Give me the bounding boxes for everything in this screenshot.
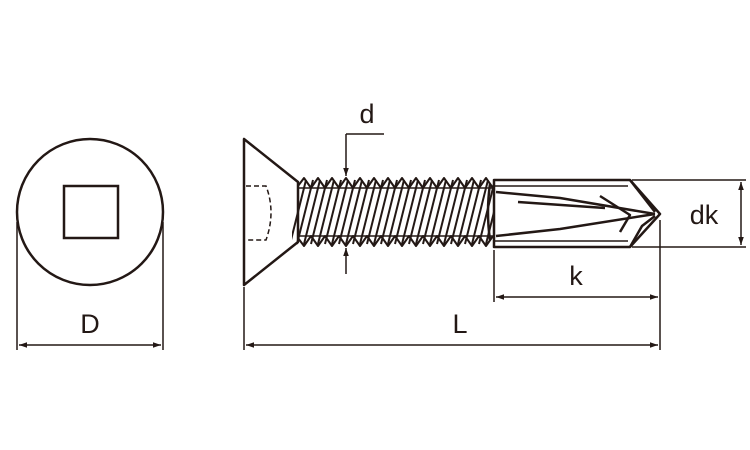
label-thread-diameter: d (359, 99, 374, 129)
dimension-k (493, 220, 661, 350)
label-head-diameter: D (80, 309, 100, 339)
square-drive-recess (62, 184, 120, 240)
thread-crest-bottom (297, 235, 494, 247)
dimension-L (243, 287, 658, 350)
label-drill-diameter: dk (690, 200, 719, 230)
head-circle (15, 137, 165, 287)
thread-helix (292, 179, 494, 245)
countersunk-head (242, 137, 300, 287)
drill-point (486, 178, 662, 249)
screw-side-view: d dk k L (242, 99, 746, 350)
label-drill-length: k (569, 261, 583, 291)
label-length: L (452, 309, 467, 339)
dimension-dk (632, 179, 746, 248)
hidden-recess (246, 185, 272, 241)
head-top-view: D (15, 137, 165, 350)
dimension-d (343, 133, 384, 274)
